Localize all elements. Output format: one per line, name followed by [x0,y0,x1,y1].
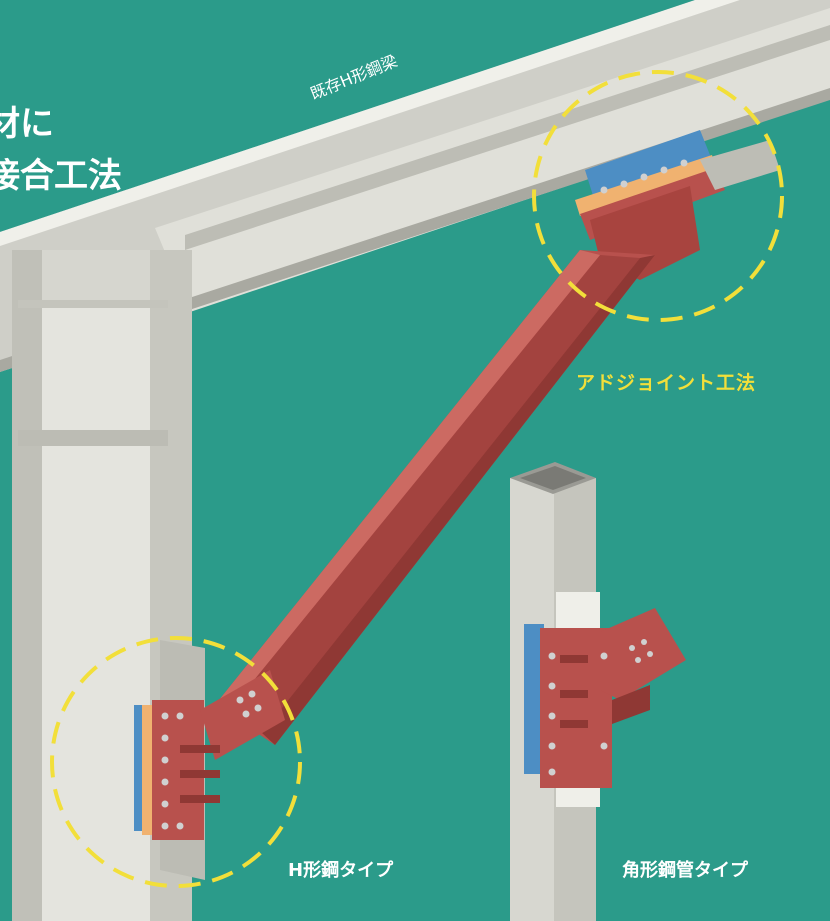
existing-column [12,250,192,921]
upper-connection [575,130,780,288]
page-title: 材に 接合工法 [0,98,122,202]
lower-highlight-circle [50,636,302,888]
title-line-1: 材に [0,104,54,144]
box-connection [524,608,686,788]
diagonal-brace [215,250,655,745]
title-line-2: 接合工法 [0,156,122,196]
lower-connection [134,640,285,880]
box-type-label: 角形鋼管タイプ [622,860,748,881]
adjoint-method-label: アドジョイント工法 [576,372,757,394]
h-type-label: H形鋼タイプ [288,860,394,881]
upper-highlight-circle [532,70,784,322]
